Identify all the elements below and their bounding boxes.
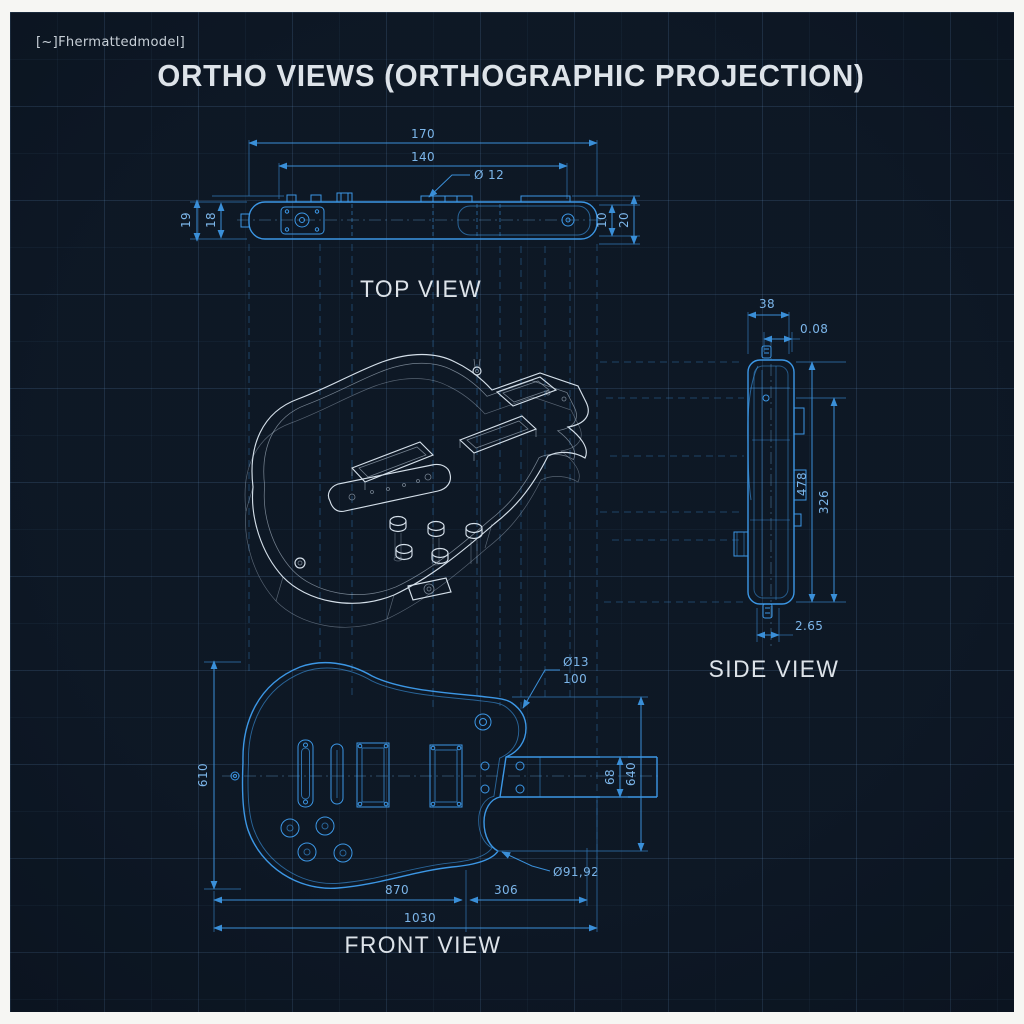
model-tag: [~]Fhermattedmodel] xyxy=(36,34,186,50)
blueprint-sheet xyxy=(10,12,1014,1012)
front-view-label: FRONT VIEW xyxy=(344,932,502,959)
side-view-label: SIDE VIEW xyxy=(708,656,840,683)
top-view-label: TOP VIEW xyxy=(359,276,483,303)
page-title: ORTHO VIEWS (ORTHOGRAPHIC PROJECTION) xyxy=(157,58,865,93)
